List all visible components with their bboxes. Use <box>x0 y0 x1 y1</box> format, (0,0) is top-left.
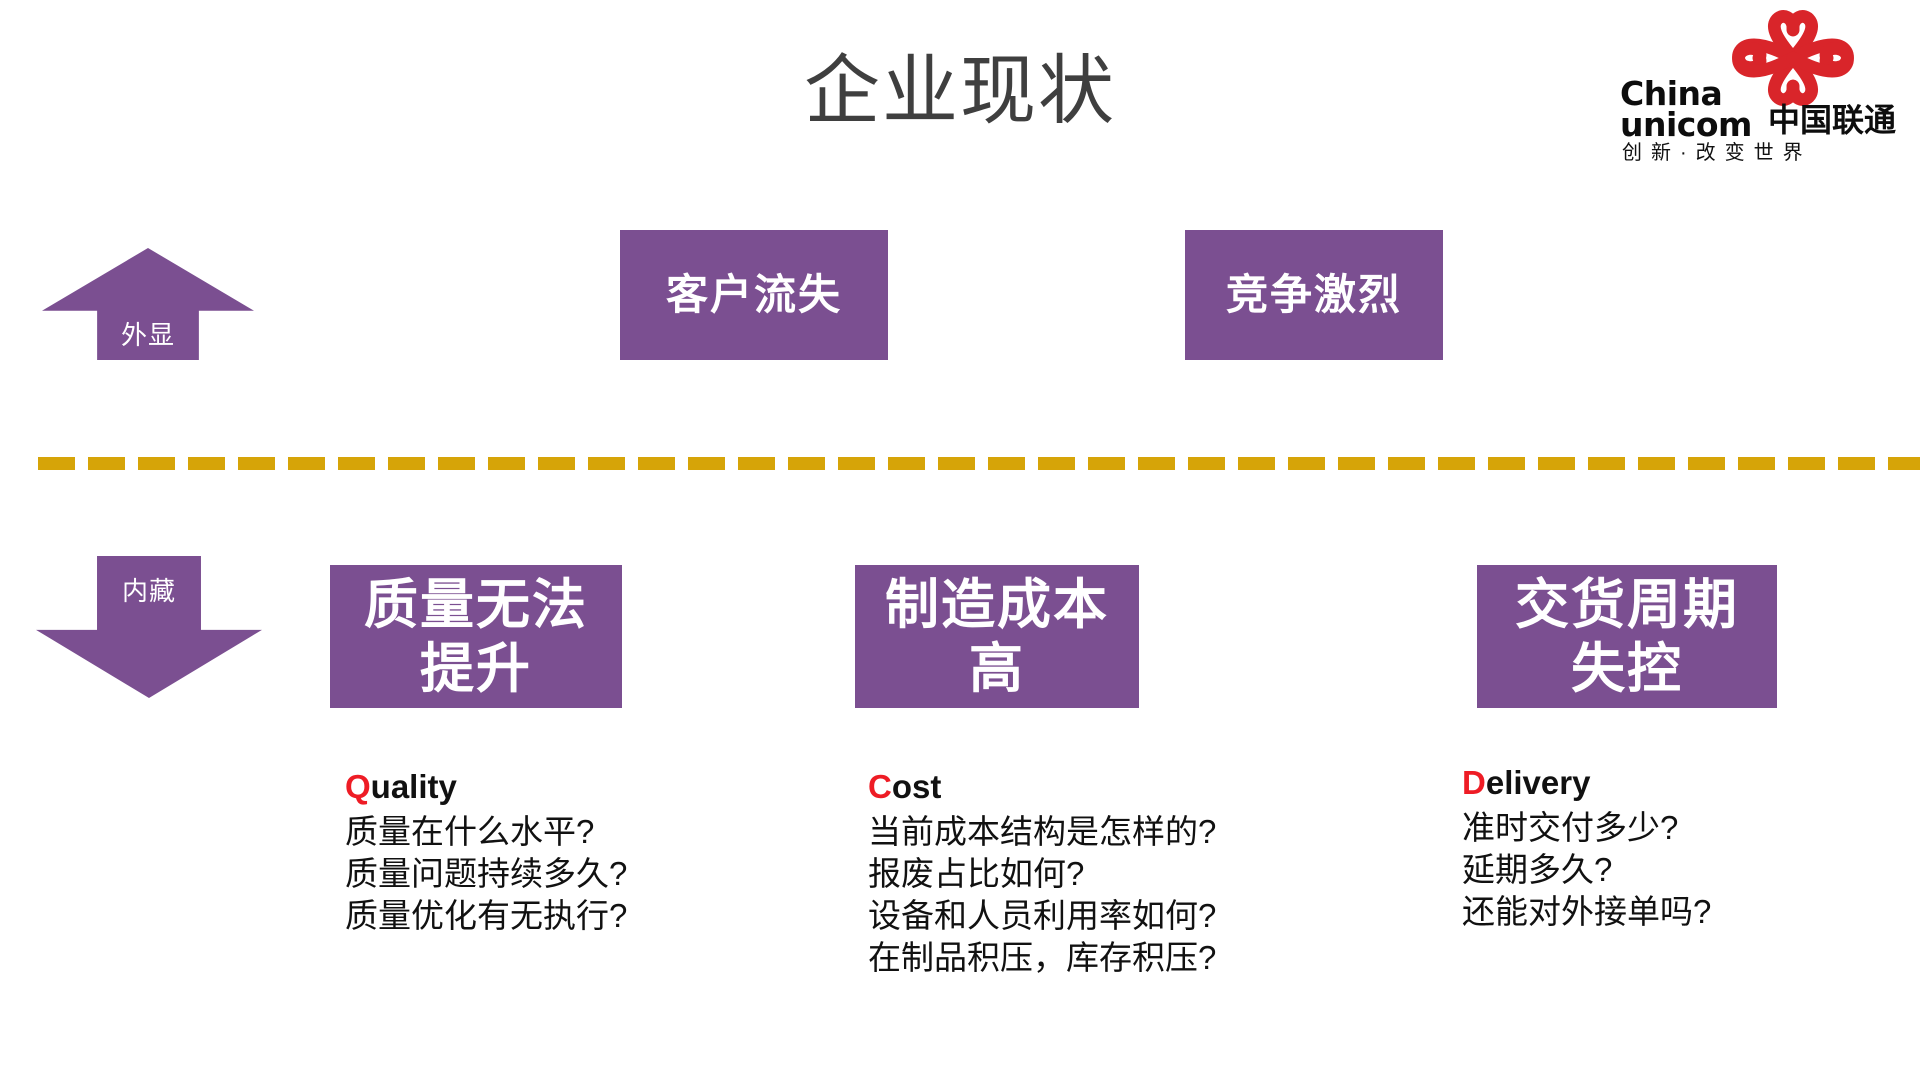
qcd-block-delivery: Delivery 准时交付多少? 延期多久? 还能对外接单吗? <box>1462 762 1711 933</box>
logo-wordmark-line2: unicom <box>1620 105 1752 144</box>
root-cause-box-delivery: 交货周期 失控 <box>1477 565 1777 708</box>
unicom-knot-icon <box>1732 10 1854 106</box>
qcd-question: 报废占比如何? <box>868 855 1085 892</box>
china-unicom-logo: China unicom 中国联通 创新·改变世界 <box>1600 6 1896 174</box>
arrow-up-external: 外显 <box>42 248 254 360</box>
dashed-divider <box>38 457 1920 470</box>
qcd-heading-initial: Q <box>345 768 371 805</box>
qcd-heading-rest: elivery <box>1485 764 1591 801</box>
root-cause-box-label: 制造成本 高 <box>885 574 1109 699</box>
qcd-question: 质量在什么水平? <box>345 813 595 850</box>
qcd-question: 还能对外接单吗? <box>1462 893 1712 930</box>
qcd-question: 延期多久? <box>1462 851 1613 888</box>
qcd-block-quality: Quality 质量在什么水平? 质量问题持续多久? 质量优化有无执行? <box>345 766 627 937</box>
root-cause-box-label: 质量无法 提升 <box>364 574 588 699</box>
logo-tagline: 创新·改变世界 <box>1622 142 1812 164</box>
qcd-question: 当前成本结构是怎样的? <box>868 813 1217 850</box>
qcd-question: 质量优化有无执行? <box>345 897 628 934</box>
arrow-up-label: 外显 <box>120 320 175 350</box>
qcd-heading-quality: Quality <box>345 766 627 808</box>
logo-wordmark-cn: 中国联通 <box>1768 102 1897 138</box>
root-cause-box-cost: 制造成本 高 <box>855 565 1139 708</box>
qcd-heading-rest: ost <box>891 768 942 805</box>
arrow-down-label: 内藏 <box>121 576 176 606</box>
root-cause-box-quality: 质量无法 提升 <box>330 565 622 708</box>
logo-wordmark-en: China unicom <box>1620 74 1752 144</box>
qcd-block-cost: Cost 当前成本结构是怎样的? 报废占比如何? 设备和人员利用率如何? 在制品… <box>868 766 1216 979</box>
qcd-question: 质量问题持续多久? <box>345 855 628 892</box>
page-title: 企业现状 <box>804 49 1116 134</box>
symptom-box-label: 客户流失 <box>665 271 842 318</box>
logo-wordmark-line1: China <box>1620 74 1723 113</box>
symptom-box-label: 竞争激烈 <box>1225 271 1402 318</box>
qcd-heading-initial: D <box>1462 764 1486 801</box>
qcd-heading-initial: C <box>868 768 892 805</box>
qcd-question: 在制品积压，库存积压? <box>868 939 1217 976</box>
qcd-heading-rest: uality <box>370 768 457 805</box>
root-cause-box-label: 交货周期 失控 <box>1515 574 1739 699</box>
qcd-heading-cost: Cost <box>868 766 1216 808</box>
qcd-question: 准时交付多少? <box>1462 809 1679 846</box>
symptom-box-fierce-competition: 竞争激烈 <box>1185 230 1443 360</box>
qcd-question: 设备和人员利用率如何? <box>868 897 1217 934</box>
symptom-box-customer-churn: 客户流失 <box>620 230 888 360</box>
arrow-down-internal: 内藏 <box>36 556 262 698</box>
qcd-heading-delivery: Delivery <box>1462 762 1711 804</box>
